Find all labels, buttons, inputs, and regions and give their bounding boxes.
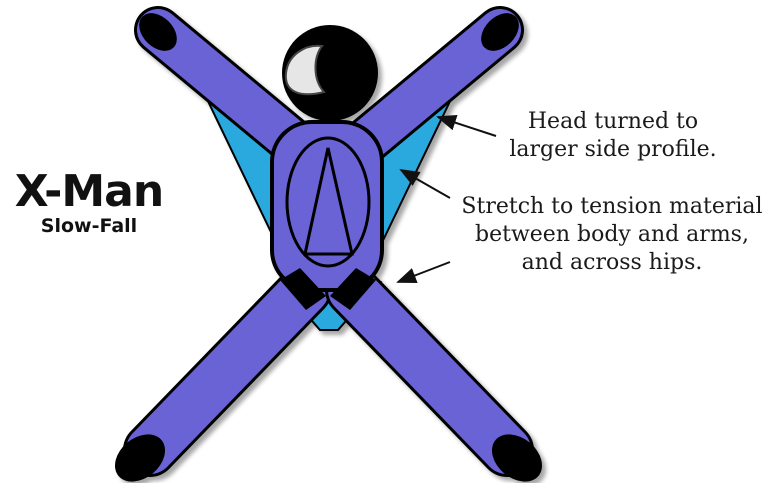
- callout-arrow-hip-material: [398, 262, 450, 282]
- callout-head-profile: Head turned to larger side profile.: [484, 108, 742, 164]
- figure-title: X-Man: [4, 168, 174, 216]
- title-block: X-Man Slow-Fall: [4, 168, 174, 237]
- callout-line: and across hips.: [452, 249, 772, 277]
- callout-line: between body and arms,: [452, 221, 772, 249]
- callout-line: larger side profile.: [484, 136, 742, 164]
- figure-subtitle: Slow-Fall: [4, 215, 174, 237]
- callout-stretch-material: Stretch to tension material between body…: [452, 193, 772, 277]
- callout-line: Head turned to: [484, 108, 742, 136]
- callout-line: Stretch to tension material: [452, 193, 772, 221]
